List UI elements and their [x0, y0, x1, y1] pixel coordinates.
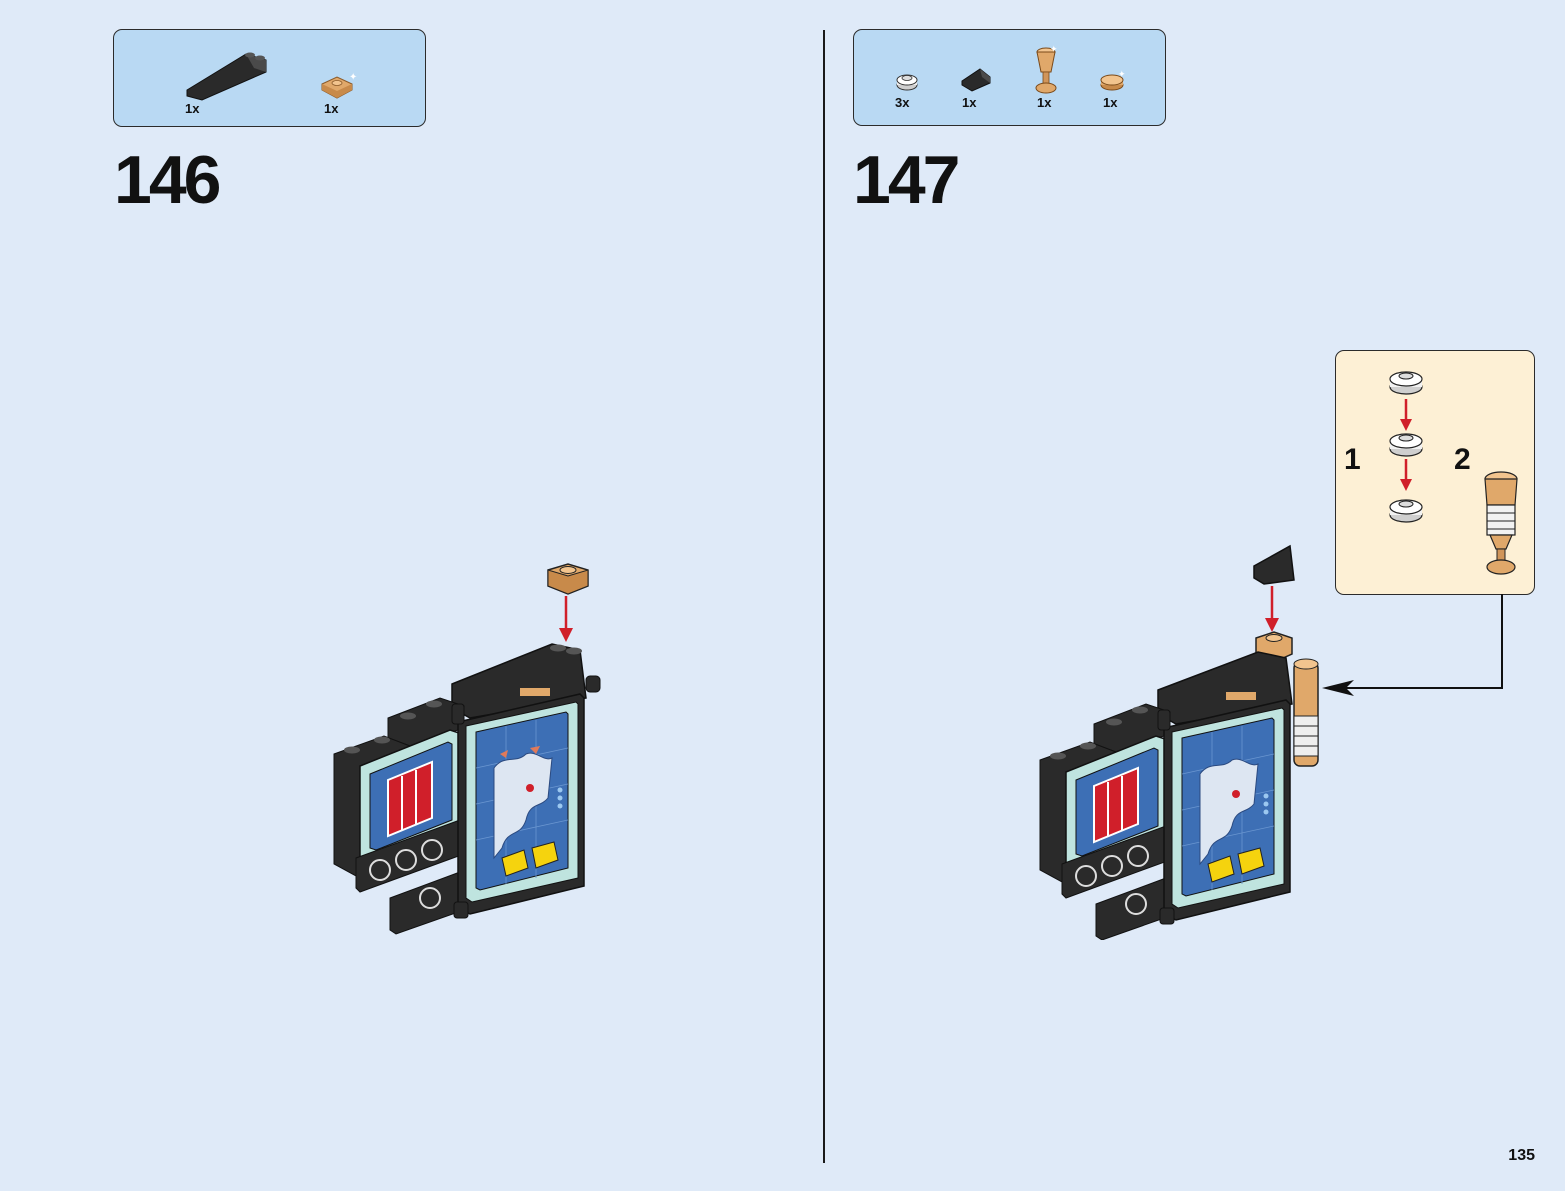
sub-step-number: 1	[1344, 443, 1361, 476]
model-assembly-step-146	[333, 563, 601, 935]
callout-connector-arrow	[1322, 594, 1503, 696]
page-number: 135	[1508, 1147, 1535, 1164]
stack-round-plates-diagram	[1389, 371, 1423, 523]
step-number: 146	[114, 142, 221, 218]
tan-goblet-icon: ✦	[1035, 45, 1058, 94]
part-qty: 1x	[1037, 95, 1052, 110]
svg-text:✦: ✦	[1118, 70, 1126, 80]
tan-plate-icon: ✦	[321, 72, 357, 99]
parts-list-step-147: 3x 1x ✦ 1x ✦ 1x	[853, 29, 1166, 126]
goblet-assembly-diagram	[1484, 471, 1518, 575]
part-qty: 1x	[962, 95, 977, 110]
part-qty: 1x	[1103, 95, 1118, 110]
part-qty: 1x	[324, 101, 339, 116]
svg-text:✦: ✦	[1050, 45, 1058, 55]
white-round-plate-icon	[896, 74, 918, 91]
model-assembly-step-147	[1039, 544, 1319, 940]
part-qty: 1x	[185, 101, 200, 116]
black-slope-brick-icon	[186, 52, 267, 101]
sub-assembly-callout: 1 2	[1335, 350, 1535, 595]
tan-round-plate-icon: ✦	[1100, 70, 1126, 91]
page-divider	[823, 30, 825, 1163]
sub-step-number: 2	[1454, 443, 1471, 476]
part-qty: 3x	[895, 95, 910, 110]
step-number: 147	[853, 142, 960, 218]
parts-list-step-146: 1x ✦ 1x	[113, 29, 426, 127]
svg-text:✦: ✦	[349, 72, 357, 83]
black-slope-small-icon	[961, 68, 991, 92]
